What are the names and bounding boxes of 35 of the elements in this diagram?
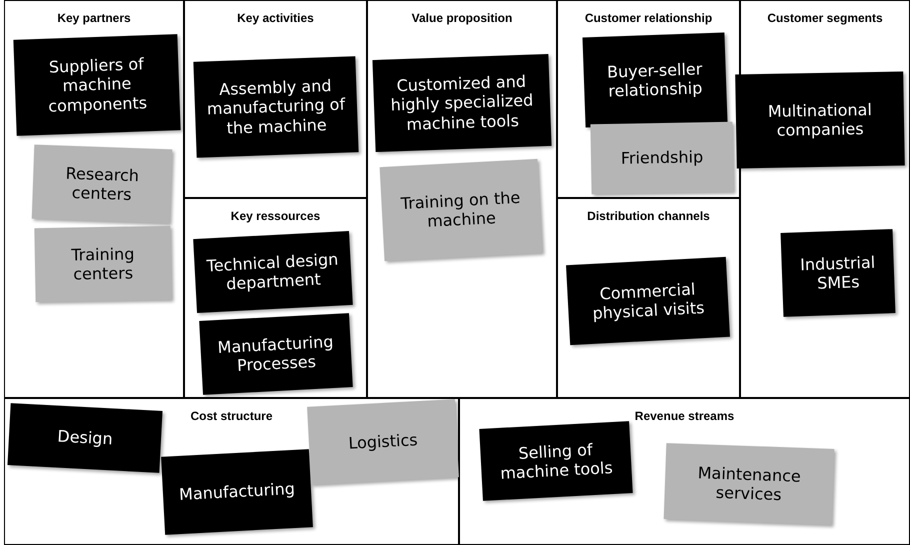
sticky-note: Selling of machine tools [479, 421, 633, 501]
sticky-note: Training centers [34, 226, 172, 302]
section-heading: Revenue streams [634, 408, 734, 425]
section-heading: Key activities [237, 10, 314, 27]
sticky-note: Design [7, 403, 163, 473]
section-heading: Key ressources [230, 208, 320, 225]
sticky-note: Industrial SMEs [780, 229, 896, 317]
canvas-section [367, 0, 557, 398]
canvas-section [459, 398, 910, 545]
sticky-note: Multinational companies [735, 72, 905, 168]
sticky-note: Logistics [307, 399, 459, 485]
canvas-section [184, 198, 367, 398]
sticky-note: Customized and highly specialized machine tools [372, 54, 552, 152]
canvas-section [184, 0, 367, 198]
sticky-note: Training on the machine [380, 158, 542, 262]
section-heading: Distribution channels [587, 208, 710, 225]
section-heading: Cost structure [190, 408, 272, 425]
sticky-note: Maintenance services [664, 443, 834, 525]
sticky-note: Assembly and manufacturing of the machine [193, 56, 359, 158]
sticky-note: Technical design department [193, 230, 353, 314]
section-heading: Customer relationship [584, 10, 712, 27]
section-heading: Key partners [57, 10, 131, 27]
sticky-note: Suppliers of machine components [13, 34, 181, 136]
sticky-note: Manufacturing Processes [199, 313, 353, 395]
canvas-section [557, 0, 740, 198]
canvas-section [557, 198, 740, 398]
canvas-section [4, 0, 184, 398]
section-heading: Customer segments [767, 10, 883, 27]
canvas-section [4, 398, 459, 545]
sticky-note: Commercial physical visits [566, 256, 730, 346]
sticky-note: Friendship [590, 122, 734, 194]
sticky-note: Manufacturing [161, 449, 313, 535]
sticky-note: Buyer-seller relationship [582, 32, 728, 128]
section-heading: Value proposition [412, 10, 512, 27]
sticky-note: Research centers [32, 144, 172, 224]
